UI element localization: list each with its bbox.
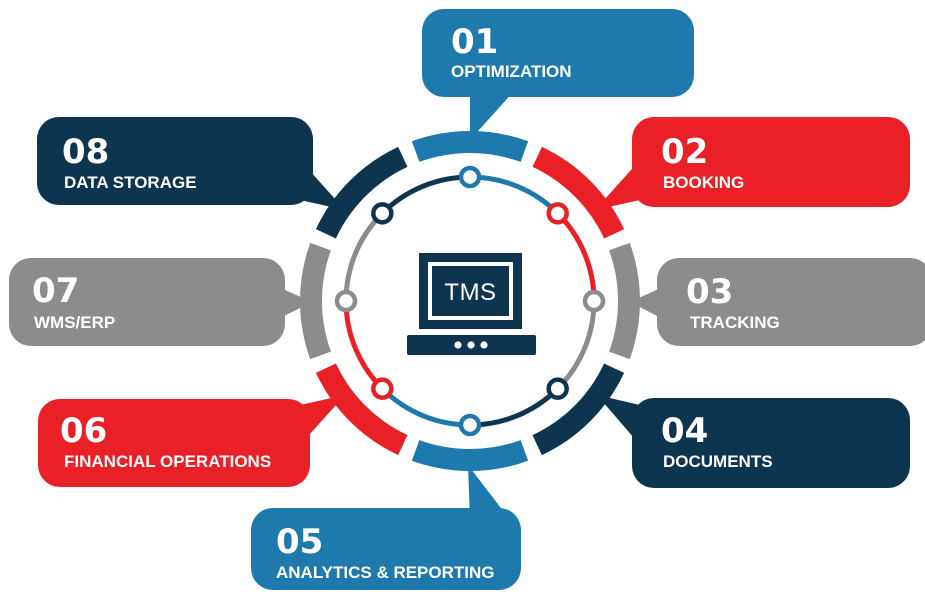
- callout-label: TRACKING: [690, 313, 780, 332]
- callout-number: 06: [60, 411, 107, 451]
- callout-pointer-02: [595, 160, 640, 210]
- outer-segment-06: [315, 363, 408, 456]
- inner-arc-06: [343, 300, 385, 391]
- callout-box: [657, 258, 925, 346]
- callout-box: [632, 117, 910, 207]
- callout-box: [632, 398, 910, 488]
- callout-number: 05: [276, 522, 323, 562]
- inner-arc-07: [343, 211, 385, 302]
- inner-node-07: [334, 289, 358, 313]
- callout-pointer-03: [630, 286, 665, 320]
- inner-node-08: [371, 202, 394, 225]
- callout-label: DOCUMENTS: [663, 452, 773, 471]
- callout-label: BOOKING: [663, 173, 744, 192]
- inner-arc-05: [380, 386, 471, 428]
- outer-segment-02: [532, 146, 625, 239]
- outer-segment-07: [300, 242, 331, 360]
- outer-segment-08: [315, 146, 408, 239]
- callout-label: ANALYTICS & REPORTING: [276, 563, 495, 582]
- callout-05: 05 ANALYTICS & REPORTING: [251, 508, 521, 590]
- outer-segment-03: [609, 242, 640, 360]
- inner-arc-01: [469, 174, 560, 216]
- laptop-icon: TMS: [407, 253, 536, 355]
- laptop-screen-inner: [432, 266, 509, 316]
- inner-arc-04: [469, 386, 560, 428]
- callout-03: 03 TRACKING: [657, 258, 925, 346]
- callout-box: [422, 9, 694, 97]
- inner-arc-03: [555, 300, 597, 391]
- laptop-dot: [454, 341, 462, 349]
- callout-08: 08 DATA STORAGE: [37, 117, 313, 205]
- callout-box: [9, 258, 285, 346]
- callout-02: 02 BOOKING: [632, 117, 910, 207]
- inner-node-01: [458, 165, 482, 189]
- inner-arc-08: [380, 174, 471, 216]
- callout-number: 04: [661, 411, 708, 451]
- callout-pointers: [276, 90, 665, 520]
- callouts: 01 OPTIMIZATION 02 BOOKING 03 TRACKING 0…: [9, 9, 925, 590]
- callout-label: DATA STORAGE: [64, 173, 197, 192]
- callout-04: 04 DOCUMENTS: [632, 398, 910, 488]
- outer-segment-01: [411, 130, 529, 162]
- callout-label: FINANCIAL OPERATIONS: [64, 452, 271, 471]
- inner-node-05: [458, 413, 482, 437]
- callout-07: 07 WMS/ERP: [9, 258, 285, 346]
- laptop-dot: [480, 341, 488, 349]
- inner-node-04: [546, 377, 569, 400]
- inner-arc-02: [555, 211, 597, 302]
- callout-box: [37, 117, 313, 205]
- callout-number: 03: [686, 272, 733, 312]
- callout-number: 08: [62, 132, 109, 172]
- callout-box: [38, 399, 310, 487]
- outer-ring: [300, 130, 640, 471]
- callout-box: [251, 508, 521, 590]
- outer-segment-04: [532, 363, 625, 456]
- callout-pointer-06: [300, 395, 345, 445]
- callout-01: 01 OPTIMIZATION: [422, 9, 694, 97]
- callout-label: WMS/ERP: [34, 313, 115, 332]
- inner-node-03: [582, 289, 606, 313]
- callout-label: OPTIMIZATION: [451, 62, 572, 81]
- callout-number: 02: [661, 132, 708, 172]
- inner-node-02: [546, 202, 569, 225]
- inner-node-06: [371, 377, 394, 400]
- callout-pointer-05: [468, 465, 510, 520]
- callout-number: 07: [32, 271, 79, 311]
- tms-label: TMS: [444, 279, 496, 306]
- callout-pointer-01: [470, 90, 515, 140]
- callout-06: 06 FINANCIAL OPERATIONS: [38, 399, 310, 487]
- callout-pointer-04: [597, 395, 640, 445]
- callout-number: 01: [451, 22, 498, 62]
- inner-ring: [334, 165, 606, 437]
- outer-segment-05: [411, 440, 529, 471]
- laptop-dot: [467, 341, 475, 349]
